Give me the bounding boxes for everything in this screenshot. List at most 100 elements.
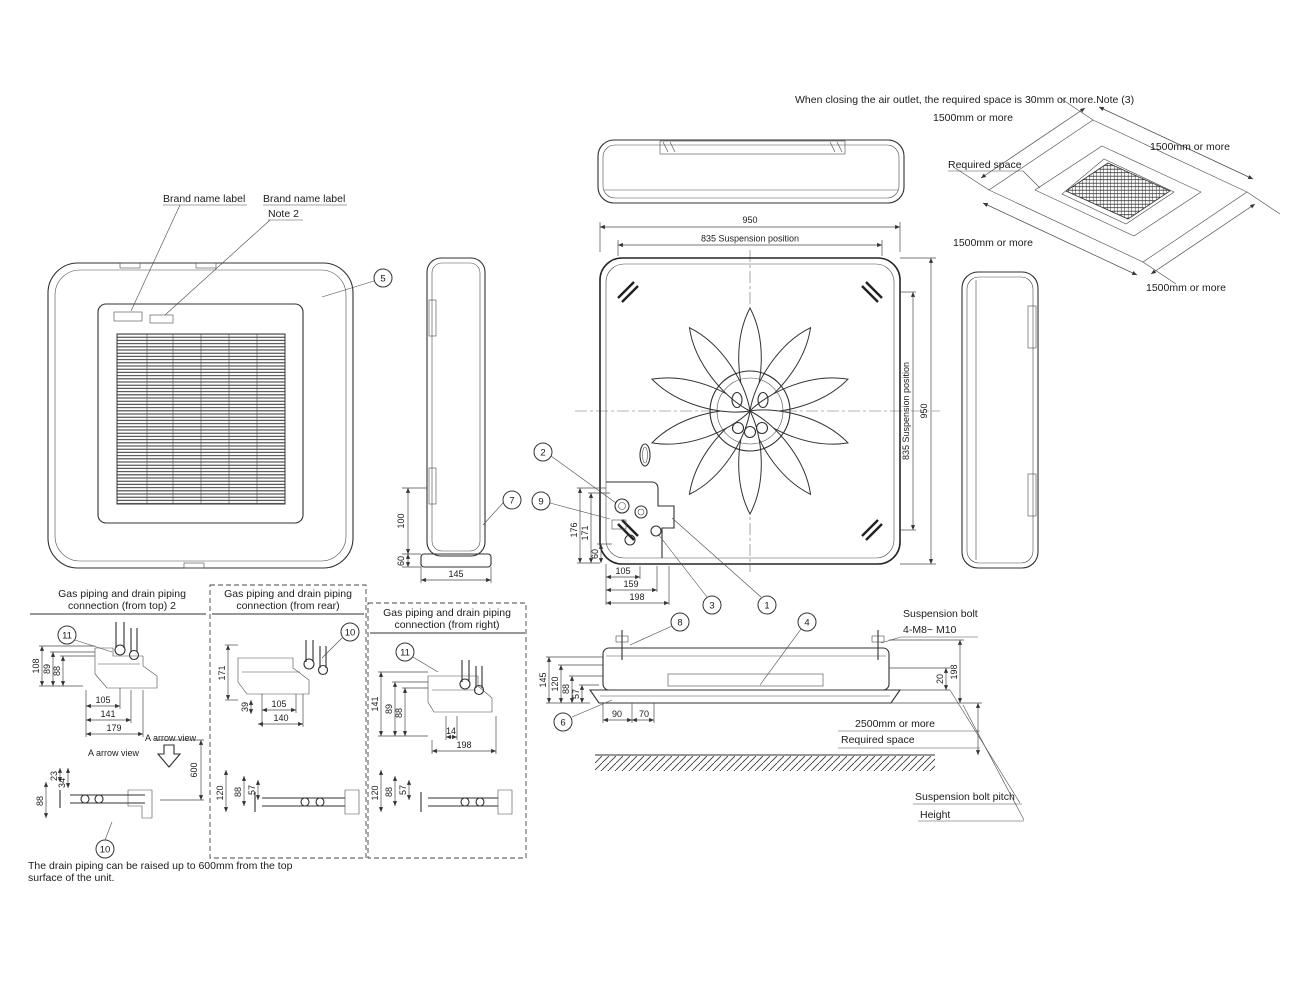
svg-text:10: 10 xyxy=(345,628,356,639)
height-label: Height xyxy=(920,809,950,821)
piping-right-title-1: Gas piping and drain piping xyxy=(383,607,511,619)
ground-hatch xyxy=(595,756,935,771)
dim-39: 39 xyxy=(240,702,250,712)
callout-10-rear: 10 xyxy=(321,622,360,659)
dim-90: 90 xyxy=(612,709,622,719)
clearance-top-left: 1500mm or more xyxy=(933,112,1013,124)
plan-view: 950 835 Suspension position 835 Suspensi… xyxy=(531,215,940,615)
clearance-bottom-left: 1500mm or more xyxy=(953,237,1033,249)
svg-text:11: 11 xyxy=(400,648,410,659)
install-left-dims xyxy=(546,656,603,704)
callout-1: 1 xyxy=(671,517,777,615)
dim-88b-right: 88 xyxy=(384,787,394,797)
dim-176: 176 xyxy=(569,522,579,537)
required-space-label: Required space xyxy=(948,159,1022,171)
piping-rear-title-2: connection (from rear) xyxy=(236,600,339,612)
callout-7: 7 xyxy=(482,490,522,526)
piping-rear-dims xyxy=(225,644,304,727)
bolt-spec-label: 4-M8~ M10 xyxy=(903,624,957,636)
down-arrow-icon xyxy=(156,744,182,768)
slot-oval xyxy=(639,443,651,467)
piping-right-lower-dims xyxy=(378,770,412,812)
svg-text:3: 3 xyxy=(709,601,714,612)
dim-141-right: 141 xyxy=(370,696,380,711)
callout-9: 9 xyxy=(531,491,611,520)
dim-950-right: 950 xyxy=(919,403,929,418)
dim-60: 60 xyxy=(396,556,406,566)
piping-corner-detail xyxy=(606,481,675,558)
front-view xyxy=(47,262,354,569)
clearance-diagram: When closing the air outlet, the require… xyxy=(795,94,1281,294)
dim-140: 140 xyxy=(273,713,288,723)
piping-top-drawing xyxy=(94,622,158,689)
callout-11-top: 11 xyxy=(57,625,113,653)
dim-60-plan: 60 xyxy=(590,549,600,559)
dim-23: 23 xyxy=(49,771,59,781)
dim-70: 70 xyxy=(639,709,649,719)
corner-brackets xyxy=(617,281,883,541)
arrow-view-label-2: A arrow view xyxy=(88,748,140,758)
piping-rear-drawing xyxy=(237,640,329,695)
side-view-left: 100 60 145 7 xyxy=(396,257,522,583)
piping-right-section: Gas piping and drain piping connection (… xyxy=(367,602,527,859)
piping-top-dims xyxy=(39,645,144,737)
dim-600: 600 xyxy=(189,762,199,777)
dim-105-rear: 105 xyxy=(271,699,286,709)
piping-right-lower-drawing xyxy=(420,789,513,815)
bolt-pitch-label: Suspension bolt pitch xyxy=(915,791,1015,803)
dim-14: 14 xyxy=(446,726,456,736)
piping-rear-section: Gas piping and drain piping connection (… xyxy=(209,584,367,859)
plan-right-dims xyxy=(900,257,936,565)
dim-88-right: 88 xyxy=(394,708,404,718)
dim-198-install: 198 xyxy=(949,664,959,679)
fan-hub xyxy=(709,370,791,452)
svg-text:10: 10 xyxy=(100,845,111,856)
callout-8: 8 xyxy=(629,612,690,646)
dim-57-right: 57 xyxy=(398,785,408,795)
svg-text:4: 4 xyxy=(804,618,809,629)
dim-198-right: 198 xyxy=(456,740,471,750)
svg-text:7: 7 xyxy=(509,496,514,507)
brand-label-left-text: Brand name label xyxy=(163,193,245,205)
required-space-label-2: Required space xyxy=(841,734,915,746)
callout-3: 3 xyxy=(657,533,722,615)
drain-note-line1: The drain piping can be raised up to 600… xyxy=(28,860,293,872)
dim-88b: 88 xyxy=(35,796,45,806)
dim-145-install: 145 xyxy=(538,672,548,687)
callout-5: 5 xyxy=(321,268,393,298)
dim-171: 171 xyxy=(580,525,590,540)
brand-label-right-text: Brand name label xyxy=(263,193,345,205)
drain-note-line2: surface of the unit. xyxy=(28,872,114,884)
air-outlet-note: When closing the air outlet, the require… xyxy=(795,94,1134,106)
brand-label-plate-left xyxy=(113,311,143,322)
piping-right-dims xyxy=(378,671,497,754)
piping-right-title-2: connection (from right) xyxy=(394,619,499,631)
svg-text:6: 6 xyxy=(560,718,565,729)
top-side-view xyxy=(597,139,905,204)
arrow-view-label: A arrow view xyxy=(145,733,197,743)
dim-88-install: 88 xyxy=(561,684,571,694)
dim-198-plan: 198 xyxy=(629,592,644,602)
side-view-right xyxy=(961,271,1039,569)
piping-right-drawing xyxy=(427,660,493,713)
dim-120-right: 120 xyxy=(370,785,380,800)
svg-text:2: 2 xyxy=(540,448,545,459)
unit-in-ceiling xyxy=(1065,162,1171,220)
dim-105: 105 xyxy=(95,695,110,705)
dim-88-rear: 88 xyxy=(233,787,243,797)
plan-top-dims xyxy=(599,222,901,256)
svg-text:8: 8 xyxy=(677,618,682,629)
piping-top-title-1: Gas piping and drain piping xyxy=(58,588,186,600)
callout-6: 6 xyxy=(553,699,613,732)
install-right-dims xyxy=(889,639,982,704)
dim-20: 20 xyxy=(935,674,945,684)
dim-108: 108 xyxy=(31,658,41,673)
dim-159: 159 xyxy=(623,579,638,589)
piping-top-arrow-view-drawing xyxy=(59,789,153,819)
piping-rear-title-1: Gas piping and drain piping xyxy=(224,588,352,600)
piping-top-section: Gas piping and drain piping connection (… xyxy=(28,588,293,884)
note2-text: Note 2 xyxy=(268,208,299,220)
callout-2: 2 xyxy=(533,442,617,504)
